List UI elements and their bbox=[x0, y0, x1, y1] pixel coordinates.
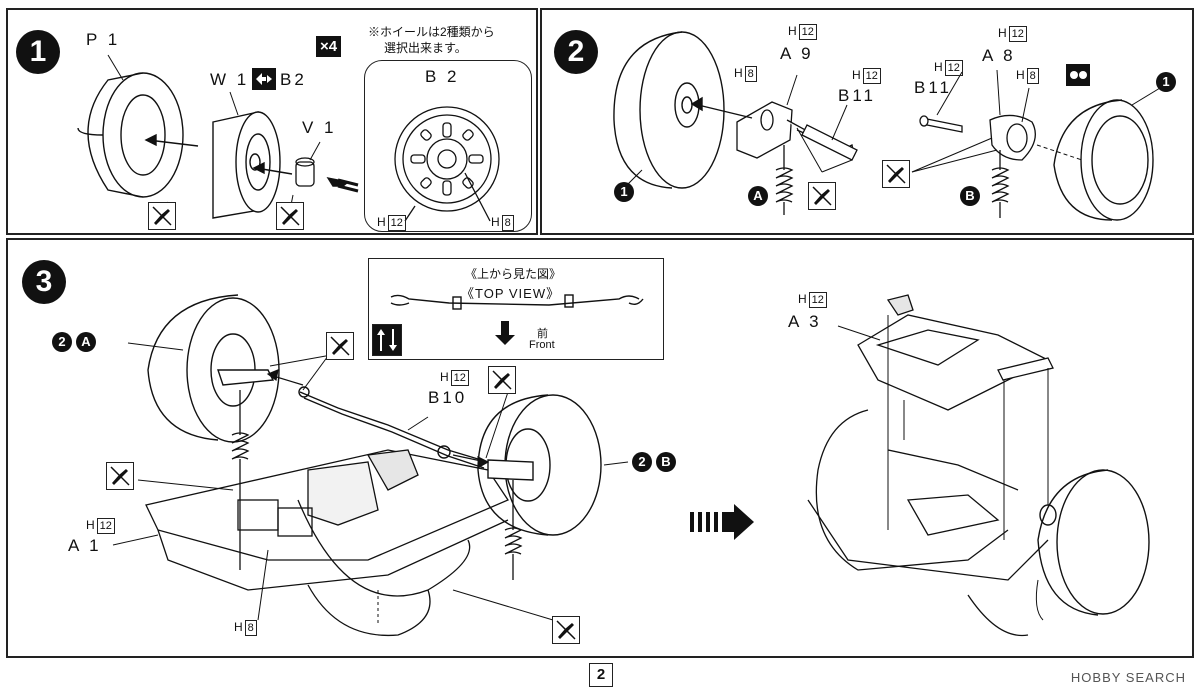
step3-number: 3 bbox=[22, 260, 66, 304]
wheel-choice-note: ※ホイールは2種類から 選択出来ます。 bbox=[368, 24, 495, 56]
direction-icon bbox=[372, 324, 402, 356]
tire-icon bbox=[77, 72, 184, 198]
tire-icon bbox=[477, 394, 602, 536]
ref-2a-letter: A bbox=[76, 332, 96, 352]
ref-2a-number: 2 bbox=[52, 332, 72, 352]
part-label-a8: A 8 bbox=[982, 46, 1016, 65]
h12-a8-value: 12 bbox=[1008, 26, 1027, 42]
glue-icon bbox=[808, 182, 836, 210]
part-label-a3: A 3 bbox=[788, 312, 822, 331]
h12-a1-value: 12 bbox=[96, 518, 115, 534]
marker-b: B bbox=[960, 186, 980, 206]
quantity-badge: ×4 bbox=[316, 36, 342, 57]
note-line-2: 選択出来ます。 bbox=[384, 41, 467, 55]
part-label-b2: B2 bbox=[280, 70, 307, 89]
h12-b11-value: 12 bbox=[862, 68, 881, 84]
spring-icon bbox=[504, 480, 523, 580]
tire-icon bbox=[613, 31, 725, 189]
watermark: HOBBY SEARCH bbox=[1070, 670, 1186, 685]
glue-icon bbox=[276, 202, 304, 230]
step1-drawing bbox=[77, 54, 359, 219]
inset-h12-value: 12 bbox=[387, 215, 406, 231]
glue-icon bbox=[488, 366, 516, 394]
attach-icon bbox=[1066, 64, 1090, 86]
front-label-jp: 前 bbox=[537, 328, 548, 340]
part-label-a1: A 1 bbox=[68, 536, 102, 555]
wheel-icon bbox=[394, 106, 500, 222]
part-label-b11: B11 bbox=[838, 86, 876, 105]
inset-title: B 2 bbox=[425, 67, 460, 86]
ref-2b-letter: B bbox=[656, 452, 676, 472]
glue-icon bbox=[552, 616, 580, 644]
arrow-icon bbox=[337, 178, 359, 193]
page-number: 2 bbox=[589, 663, 613, 687]
marker-a: A bbox=[748, 186, 768, 206]
chassis-icon bbox=[145, 449, 509, 637]
inset-h8-value: 8 bbox=[501, 215, 514, 231]
part-label-a9: A 9 bbox=[780, 44, 814, 63]
top-view-title-jp: 《上から見た図》 bbox=[465, 267, 562, 281]
glue-icon bbox=[106, 462, 134, 490]
arrow-icon bbox=[690, 504, 754, 540]
spring-icon bbox=[991, 150, 1010, 218]
glue-icon bbox=[148, 202, 176, 230]
stabilizer-icon bbox=[390, 294, 644, 345]
step3-panel: 3 《上から見た図》 《TOP VIEW》 前 Front bbox=[6, 238, 1194, 658]
part-label-b10: B10 bbox=[428, 388, 468, 407]
spring-icon bbox=[775, 145, 794, 215]
spring-icon bbox=[231, 390, 250, 570]
ref-step1-right: 1 bbox=[1156, 72, 1176, 92]
step2-number: 2 bbox=[554, 30, 598, 74]
note-line-1: ※ホイールは2種類から bbox=[368, 25, 495, 39]
wheel-icon bbox=[212, 111, 281, 219]
h8-bottom-value: 8 bbox=[244, 620, 257, 636]
tire-icon bbox=[1037, 469, 1150, 616]
part-label-p1: P 1 bbox=[86, 30, 121, 49]
tire-icon bbox=[147, 294, 280, 443]
ref-step1-left: 1 bbox=[614, 182, 634, 202]
glue-icon bbox=[326, 332, 354, 360]
reverse-arrow-icon bbox=[252, 68, 276, 90]
top-view-title-en: 《TOP VIEW》 bbox=[461, 286, 561, 301]
chassis-icon bbox=[807, 294, 1054, 637]
glue-icon bbox=[882, 160, 910, 188]
h8-right-value: 8 bbox=[1026, 68, 1039, 84]
step3-drawing bbox=[112, 294, 1150, 637]
part-label-w1: W 1 bbox=[210, 70, 250, 89]
tire-icon bbox=[1053, 99, 1154, 221]
h8-left-value: 8 bbox=[744, 66, 757, 82]
h12-b11-right-value: 12 bbox=[944, 60, 963, 76]
ref-2b-number: 2 bbox=[632, 452, 652, 472]
top-view-inset: 《上から見た図》 《TOP VIEW》 前 Front bbox=[368, 258, 664, 360]
front-label-en: Front bbox=[529, 339, 555, 351]
h12-b10-value: 12 bbox=[450, 370, 469, 386]
part-label-b11-right: B11 bbox=[914, 78, 952, 97]
h12-a9-value: 12 bbox=[798, 24, 817, 40]
step1-panel: 1 bbox=[6, 8, 538, 235]
part-label-v1: V 1 bbox=[302, 118, 337, 137]
h12-a3-value: 12 bbox=[808, 292, 827, 308]
step2-panel: 2 bbox=[540, 8, 1194, 235]
step2-drawing bbox=[613, 31, 1161, 221]
step1-number: 1 bbox=[16, 30, 60, 74]
